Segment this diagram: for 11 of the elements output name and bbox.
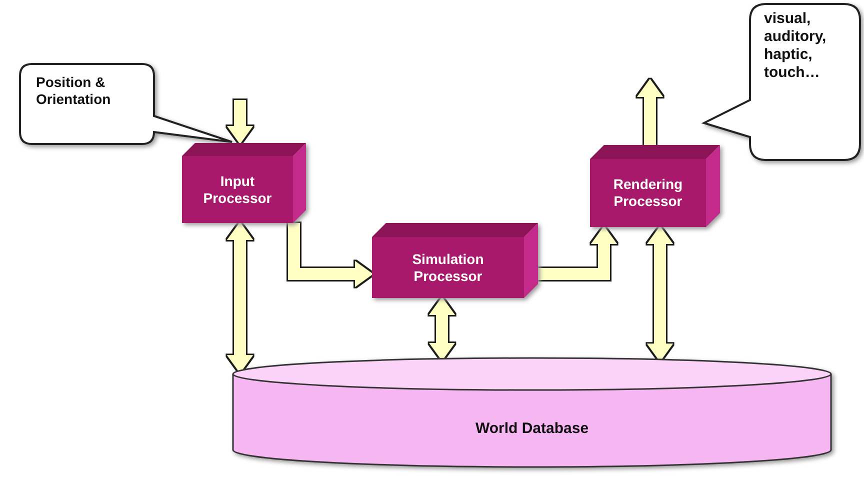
arrow: [227, 222, 253, 374]
node-label: Simulation Processor: [411, 250, 485, 284]
arrow: [429, 297, 455, 361]
callout-text: Position & Orientation: [36, 74, 112, 108]
node-label: World Database: [475, 420, 589, 438]
arrow: [647, 226, 673, 362]
node-label: Rendering Processor: [612, 176, 684, 210]
arrow: [637, 79, 663, 145]
callout-text: visual, auditory, haptic, touch…: [764, 10, 828, 82]
node-label: Input Processor: [202, 172, 273, 206]
arrow: [227, 100, 253, 144]
